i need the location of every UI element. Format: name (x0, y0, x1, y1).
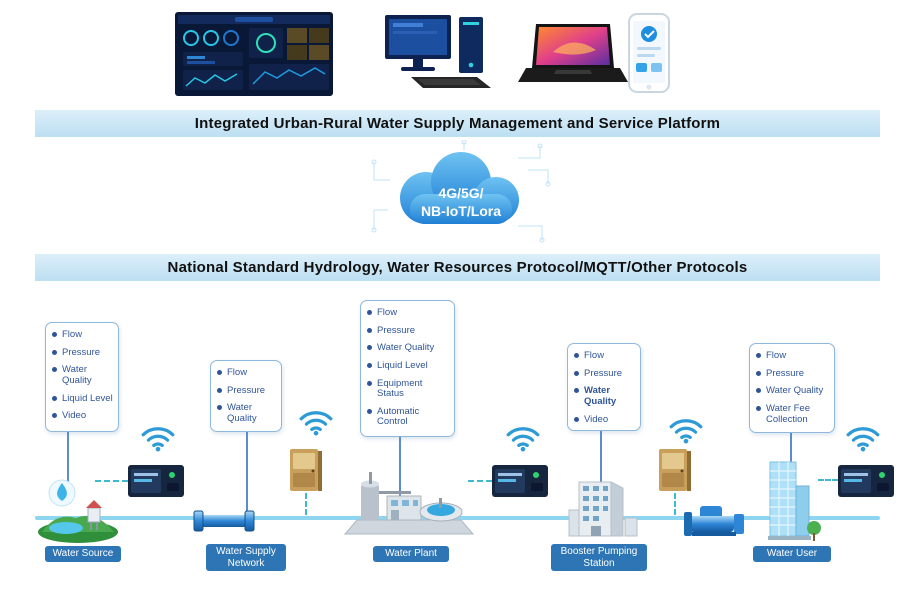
param-item: Pressure (756, 368, 830, 380)
water-plant-icon (343, 472, 475, 535)
circuit-traces (371, 140, 551, 243)
rtu-device-icon (128, 465, 184, 497)
param-item: Automatic Control (367, 406, 450, 428)
param-item: Pressure (52, 347, 114, 359)
laptop-image (518, 24, 628, 82)
pump-icon (684, 506, 744, 536)
connector-line (399, 437, 401, 507)
monitoring-dashboard-image (175, 12, 333, 96)
param-item: Water Quality (756, 386, 830, 397)
dashed-connector (95, 480, 128, 482)
smartphone-image (628, 13, 670, 93)
param-item: Flow (574, 350, 636, 362)
station-label: Booster Pumping Station (551, 544, 647, 571)
bullet-icon (52, 367, 57, 373)
param-item: Equipment Status (367, 378, 450, 400)
param-item: Flow (756, 350, 830, 362)
rtu-device-icon (492, 465, 548, 497)
control-cabinet-icon (290, 449, 322, 491)
dashed-connector (468, 480, 492, 482)
param-item: Flow (217, 367, 277, 379)
param-item: Pressure (574, 368, 636, 380)
protocol-banner-text: National Standard Hydrology, Water Resou… (167, 259, 748, 276)
bullet-icon (574, 388, 579, 394)
desktop-computer-image (385, 15, 491, 88)
param-item: Liquid Level (367, 360, 450, 372)
wifi-icon (141, 427, 175, 452)
bullet-icon (756, 388, 761, 394)
connector-line (246, 432, 248, 514)
bullet-icon (367, 327, 372, 333)
bullet-icon (52, 332, 57, 337)
control-cabinet-icon (659, 449, 691, 491)
bullet-icon (367, 345, 372, 351)
platform-banner-text: Integrated Urban-Rural Water Supply Mana… (194, 115, 721, 132)
bullet-icon (52, 349, 57, 355)
param-item: Water Quality (574, 385, 636, 407)
bullet-icon (367, 408, 372, 414)
param-item: Video (574, 414, 636, 426)
cloud-label-line2: NB-IoT/Lora (421, 203, 501, 219)
bullet-icon (574, 370, 579, 376)
station-label: Water Plant (373, 546, 449, 562)
bullet-icon (574, 353, 579, 358)
params-callout: Flow Pressure Water Quality Liquid Level… (360, 300, 455, 437)
bullet-icon (52, 413, 57, 419)
network-cloud-icon: 4G/5G/ NB-IoT/Lora (371, 140, 551, 243)
station-label: Water User (753, 546, 831, 562)
connector-line (67, 432, 69, 492)
bullet-icon (217, 370, 222, 375)
dashed-connector (305, 493, 307, 515)
bullet-icon (52, 395, 57, 401)
param-item: Pressure (217, 385, 277, 397)
bullet-icon (756, 353, 761, 358)
bullet-icon (217, 405, 222, 411)
bullet-icon (217, 387, 222, 393)
pipe-icon (193, 510, 255, 532)
booster-station-icon (568, 481, 638, 537)
param-item: Water Quality (217, 402, 277, 424)
params-callout: Flow Pressure Water Quality Video (567, 343, 641, 431)
platform-banner: Integrated Urban-Rural Water Supply Mana… (35, 110, 880, 137)
param-item: Flow (367, 307, 450, 319)
wifi-icon (506, 427, 540, 452)
bullet-icon (367, 362, 372, 368)
wifi-icon (846, 427, 880, 452)
station-label: Water Source (45, 546, 121, 562)
param-item: Water Quality (367, 343, 450, 354)
params-callout: Flow Pressure Water Quality Liquid Level… (45, 322, 119, 432)
params-callout: Flow Pressure Water Quality (210, 360, 282, 432)
dashed-connector (674, 493, 676, 515)
bullet-icon (756, 370, 761, 376)
water-source-icon (38, 479, 118, 543)
connector-line (600, 431, 602, 491)
rtu-device-icon (838, 465, 894, 497)
param-item: Video (52, 410, 114, 422)
bullet-icon (367, 380, 372, 386)
bullet-icon (367, 310, 372, 315)
dashed-connector (818, 479, 838, 481)
cloud-label-line1: 4G/5G/ (438, 185, 483, 201)
wifi-icon (669, 419, 703, 444)
param-item: Pressure (367, 325, 450, 337)
protocol-banner: National Standard Hydrology, Water Resou… (35, 254, 880, 281)
param-item: Flow (52, 329, 114, 341)
station-label: Water Supply Network (206, 544, 286, 571)
param-item: Water Quality (52, 364, 114, 386)
wifi-icon (299, 411, 333, 436)
bullet-icon (574, 416, 579, 422)
connector-line (790, 433, 792, 469)
bullet-icon (756, 405, 761, 411)
water-user-building-icon (768, 461, 821, 541)
params-callout: Flow Pressure Water Quality Water Fee Co… (749, 343, 835, 433)
param-item: Water Fee Collection (756, 403, 830, 425)
param-item: Liquid Level (52, 393, 114, 405)
